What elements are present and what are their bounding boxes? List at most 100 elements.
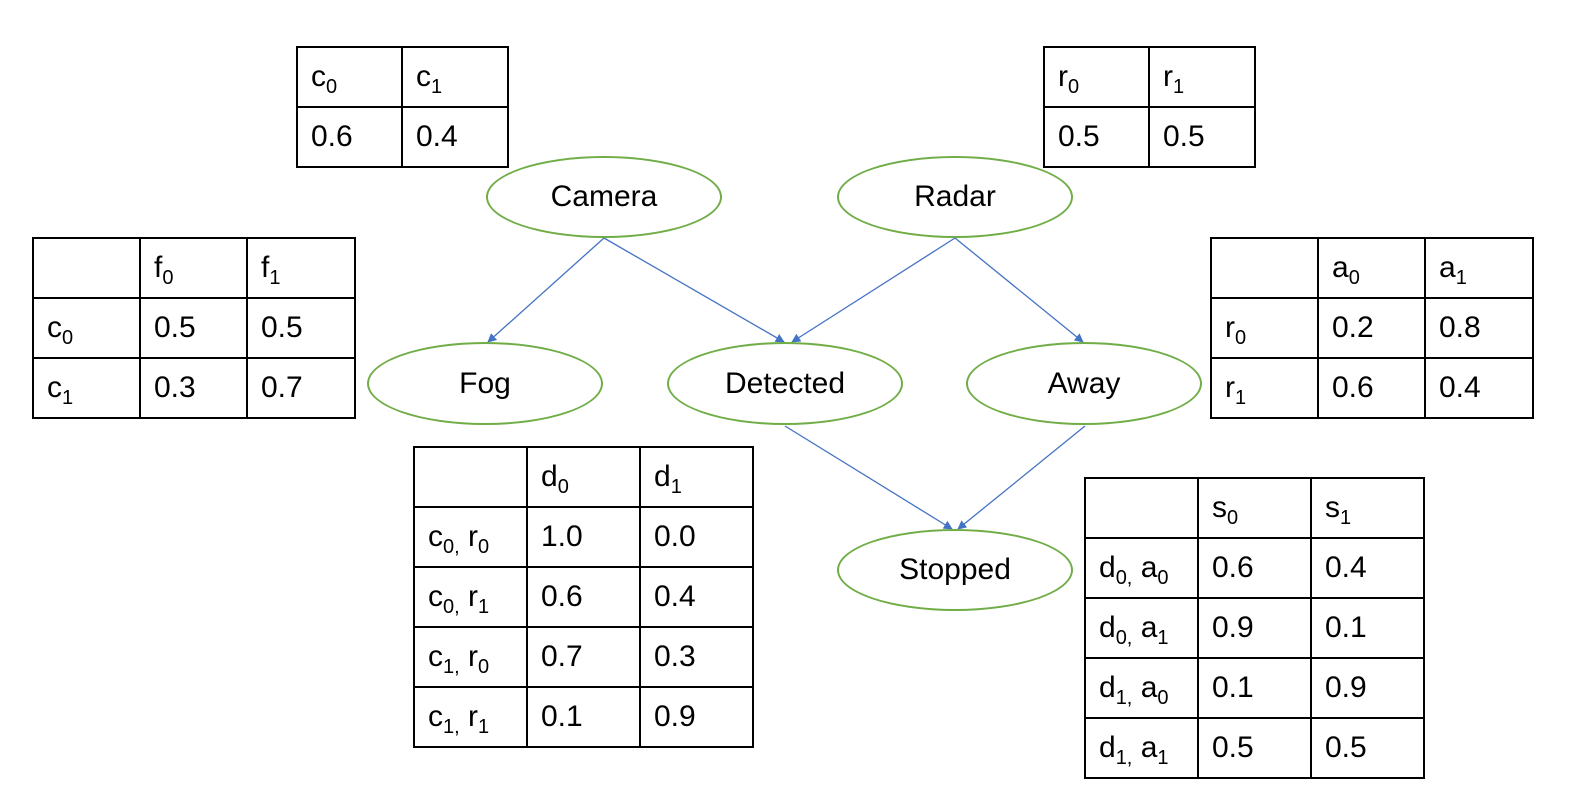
cpt-cell [1210,237,1319,299]
node-detected[interactable]: Detected [667,342,903,425]
cpt-row-label: d0, a1 [1084,597,1199,659]
cpt-row: d0, a1 0.9 0.1 [1084,597,1425,659]
cpt-cell: 0.4 [401,106,509,168]
edge-camera-fog [487,237,605,343]
cpt-row-label: r1 [1210,357,1319,419]
cpt-row-label: r0 [1210,297,1319,359]
cpt-cell: 0.5 [1148,106,1256,168]
node-stopped-label: Stopped [899,553,1011,586]
cpt-cell: a1 [1424,237,1534,299]
cpt-row: d1, a1 0.5 0.5 [1084,717,1425,779]
cpt-row: c1, r1 0.1 0.9 [413,686,754,748]
cpt-cell: 0.9 [639,686,754,748]
cpt-cell: 0.9 [1197,597,1312,659]
node-away-label: Away [1047,366,1121,400]
cpt-row: c0, r1 0.6 0.4 [413,566,754,628]
cpt-cell: 0.5 [246,297,356,359]
cpt-cell: a0 [1317,237,1426,299]
cpt-cell: s0 [1197,477,1312,539]
cpt-row: d1, a0 0.1 0.9 [1084,657,1425,719]
cpt-row: c1, r0 0.7 0.3 [413,626,754,688]
cpt-cell: 0.6 [526,566,641,628]
cpt-cell: 0.2 [1317,297,1426,359]
cpt-cell: c0 [296,46,403,108]
cpt-stopped: s0 s1 d0, a0 0.6 0.4 d0, a1 0.9 0.1 d1, … [1084,477,1425,779]
cpt-cell: 0.7 [246,357,356,419]
cpt-cell: 0.6 [296,106,403,168]
node-camera[interactable]: Camera [486,156,722,238]
cpt-row-label: c0 [32,297,141,359]
cpt-row: 0.6 0.4 [296,106,509,168]
node-detected-label: Detected [724,366,846,400]
cpt-cell: 1.0 [526,506,641,568]
cpt-detected: d0 d1 c0, r0 1.0 0.0 c0, r1 0.6 0.4 c1, … [413,446,754,748]
node-radar-label: Radar [914,180,996,213]
edge-away-stopped [957,425,1086,530]
cpt-cell: 0.6 [1317,357,1426,419]
cpt-cell: 0.5 [139,297,248,359]
cpt-cell: 0.5 [1197,717,1312,779]
edge-detected-stopped [784,425,953,530]
cpt-cell: 0.0 [639,506,754,568]
cpt-cell: f0 [139,237,248,299]
cpt-cell [32,237,141,299]
cpt-row-label: d1, a1 [1084,717,1199,779]
cpt-header-row: d0 d1 [413,446,754,508]
cpt-cell: 0.3 [639,626,754,688]
cpt-cell: 0.5 [1043,106,1150,168]
cpt-cell: 0.9 [1310,657,1425,719]
node-fog-label: Fog [459,366,511,400]
cpt-row-label: d0, a0 [1084,537,1199,599]
cpt-cell: f1 [246,237,356,299]
edge-camera-detected [603,237,785,343]
cpt-away: a0 a1 r0 0.2 0.8 r1 0.6 0.4 [1210,237,1534,419]
cpt-header-row: s0 s1 [1084,477,1425,539]
cpt-radar: r0 r1 0.5 0.5 [1043,46,1256,168]
cpt-header-row: r0 r1 [1043,46,1256,108]
node-away[interactable]: Away [966,342,1202,425]
cpt-cell [413,446,528,508]
cpt-cell: d0 [526,446,641,508]
cpt-cell: 0.6 [1197,537,1312,599]
cpt-row: r1 0.6 0.4 [1210,357,1534,419]
cpt-cell: 0.1 [1310,597,1425,659]
node-fog[interactable]: Fog [367,342,603,425]
node-camera-label: Camera [550,180,658,213]
cpt-row-label: c0, r0 [413,506,528,568]
cpt-cell: c1 [401,46,509,108]
cpt-header-row: f0 f1 [32,237,356,299]
node-stopped[interactable]: Stopped [837,529,1073,611]
cpt-row: c1 0.3 0.7 [32,357,356,419]
cpt-cell: 0.3 [139,357,248,419]
edge-radar-detected [791,237,956,343]
cpt-cell: d1 [639,446,754,508]
cpt-cell: 0.1 [526,686,641,748]
cpt-row: c0 0.5 0.5 [32,297,356,359]
cpt-row-label: c1, r0 [413,626,528,688]
cpt-cell: 0.4 [1424,357,1534,419]
cpt-cell: s1 [1310,477,1425,539]
cpt-cell: 0.7 [526,626,641,688]
cpt-row: r0 0.2 0.8 [1210,297,1534,359]
cpt-row: c0, r0 1.0 0.0 [413,506,754,568]
node-radar[interactable]: Radar [837,156,1073,238]
cpt-row: 0.5 0.5 [1043,106,1256,168]
edge-radar-away [954,237,1084,343]
cpt-cell: 0.4 [639,566,754,628]
cpt-cell: 0.1 [1197,657,1312,719]
cpt-cell: r1 [1148,46,1256,108]
cpt-row-label: c1 [32,357,141,419]
cpt-row-label: c0, r1 [413,566,528,628]
cpt-cell: 0.8 [1424,297,1534,359]
cpt-header-row: c0 c1 [296,46,509,108]
cpt-cell: 0.5 [1310,717,1425,779]
cpt-fog: f0 f1 c0 0.5 0.5 c1 0.3 0.7 [32,237,356,419]
cpt-row: d0, a0 0.6 0.4 [1084,537,1425,599]
cpt-header-row: a0 a1 [1210,237,1534,299]
cpt-camera: c0 c1 0.6 0.4 [296,46,509,168]
cpt-row-label: d1, a0 [1084,657,1199,719]
cpt-cell: r0 [1043,46,1150,108]
cpt-cell: 0.4 [1310,537,1425,599]
cpt-cell [1084,477,1199,539]
